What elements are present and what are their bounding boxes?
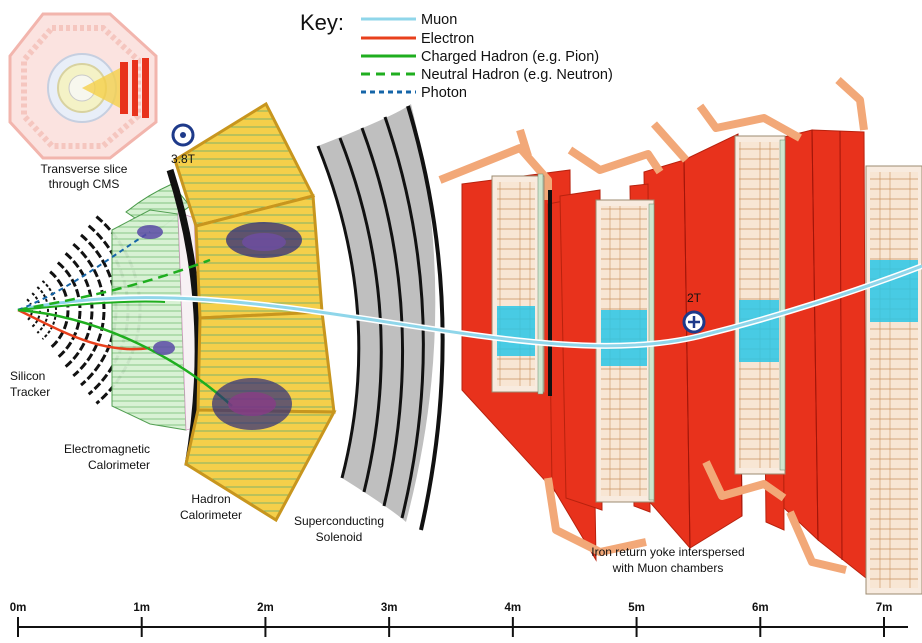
yoke-label-2: with Muon chambers bbox=[612, 561, 724, 575]
superconducting-solenoid bbox=[316, 104, 445, 531]
tracker-layer bbox=[80, 233, 118, 387]
key-neutral-hadron-label: Neutral Hadron (e.g. Neutron) bbox=[421, 67, 613, 83]
electromagnetic-calorimeter bbox=[111, 183, 203, 431]
distance-scale-bar: 0m 1m 2m 3m 4m 5m 6m 7m bbox=[10, 602, 908, 637]
scale-tick-label: 2m bbox=[257, 602, 274, 614]
inner-field-label: 3.8T bbox=[171, 152, 196, 166]
outer-field-label: 2T bbox=[687, 291, 702, 305]
tracker-label-2: Tracker bbox=[10, 385, 50, 399]
tracker-layer bbox=[56, 261, 82, 359]
key-muon-label: Muon bbox=[421, 12, 457, 28]
electron-track bbox=[17, 308, 151, 351]
charged-hadron-track bbox=[17, 308, 233, 407]
scale-tick-label: 6m bbox=[752, 602, 769, 614]
key-photon-label: Photon bbox=[421, 85, 467, 101]
transverse-label-1: Transverse slice bbox=[41, 162, 128, 176]
field-into-page-icon bbox=[682, 310, 706, 334]
hcal-label-1: Hadron bbox=[191, 492, 230, 506]
yoke-brackets bbox=[438, 77, 868, 574]
charged-hadron-track-2 bbox=[17, 300, 166, 311]
scale-tick-label: 1m bbox=[133, 602, 150, 614]
tracker-layer bbox=[64, 252, 94, 368]
tracker-layer bbox=[72, 242, 106, 378]
scale-tick-label: 0m bbox=[10, 602, 27, 614]
scale-tick-label: 3m bbox=[381, 602, 398, 614]
yoke-label-1: Iron return yoke interspersed bbox=[591, 545, 744, 559]
hadron-showers bbox=[137, 222, 302, 430]
transverse-label-2: through CMS bbox=[49, 177, 120, 191]
tracker-layer bbox=[36, 286, 49, 334]
key-title: Key: bbox=[300, 10, 344, 35]
particle-tracks bbox=[17, 231, 922, 407]
scale-tick-label: 5m bbox=[628, 602, 645, 614]
hcal-label-2: Calorimeter bbox=[180, 508, 242, 522]
field-out-of-page-icon bbox=[171, 123, 195, 147]
transverse-slice-thumbnail bbox=[8, 12, 158, 160]
tracker-layer bbox=[49, 270, 70, 350]
key-charged-hadron-label: Charged Hadron (e.g. Pion) bbox=[421, 49, 599, 65]
ecal-label-1: Electromagnetic bbox=[64, 442, 150, 456]
scale-tick-label: 7m bbox=[876, 602, 893, 614]
scale-tick-label: 4m bbox=[505, 602, 522, 614]
solenoid-label-1: Superconducting bbox=[294, 514, 384, 528]
key-legend bbox=[361, 17, 416, 94]
tracker-layer bbox=[41, 280, 57, 340]
ecal-label-2: Calorimeter bbox=[88, 458, 150, 472]
neutral-hadron-track bbox=[17, 258, 211, 312]
photon-track bbox=[17, 231, 151, 311]
muon-chambers bbox=[491, 135, 922, 595]
muon-track bbox=[17, 264, 922, 348]
solenoid-label-2: Solenoid bbox=[316, 530, 363, 544]
tracker-label-1: Silicon bbox=[10, 369, 45, 383]
key-electron-label: Electron bbox=[421, 31, 474, 47]
